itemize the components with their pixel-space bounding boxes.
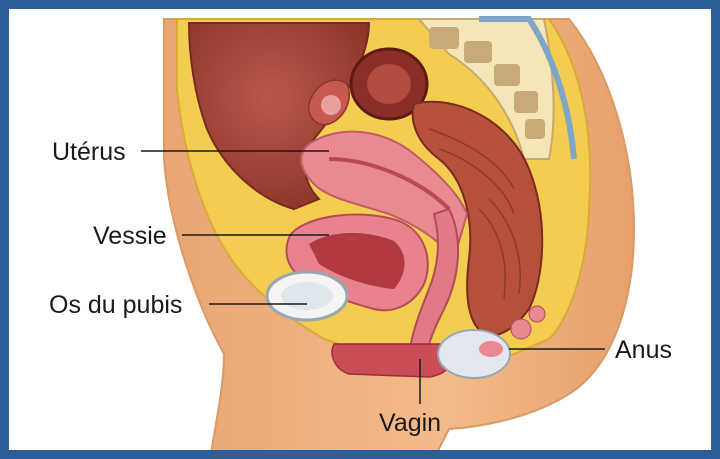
pelvic-floor	[332, 344, 455, 377]
label-uterus: Utérus	[52, 138, 126, 166]
anatomy-illustration: Utérus Vessie Os du pubis Anus Vagin	[9, 9, 720, 459]
pubic-bone	[267, 272, 347, 320]
label-vagina: Vagin	[379, 409, 441, 437]
label-bladder: Vessie	[93, 222, 167, 250]
label-pubis: Os du pubis	[49, 291, 182, 319]
anal-sphincter	[438, 330, 510, 378]
label-anus: Anus	[615, 336, 672, 364]
